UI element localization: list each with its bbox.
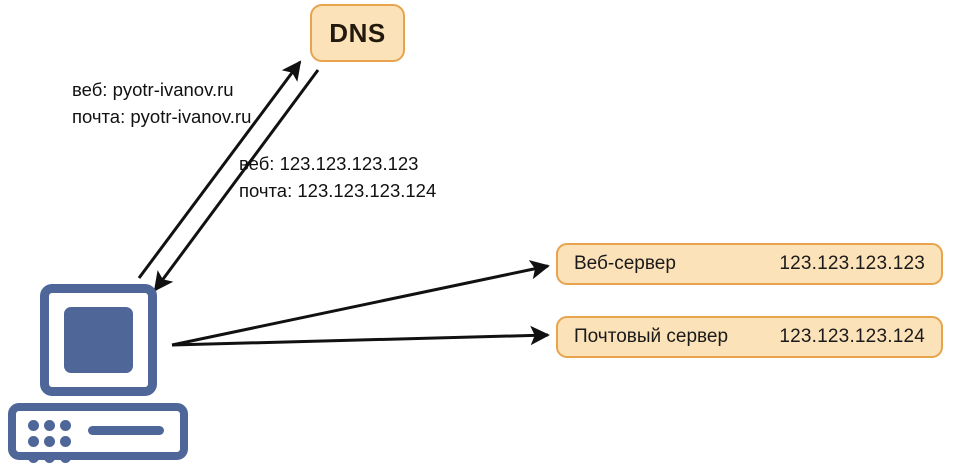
query-message-line-mail: почта: pyotr-ivanov.ru: [72, 106, 252, 127]
desktop-computer-icon: [8, 284, 188, 463]
arrow-client-to-mail-server: [171, 325, 550, 347]
keypad-dot: [60, 436, 71, 447]
web-server-name: Веб-сервер: [574, 253, 676, 274]
keypad-dot: [60, 452, 71, 463]
monitor-frame-icon: [40, 284, 157, 396]
query-message-line-web: веб: pyotr-ivanov.ru: [72, 79, 234, 100]
dns-node: DNS: [310, 4, 405, 62]
keypad-dots-icon: [28, 420, 72, 464]
response-message-line-mail: почта: 123.123.123.124: [239, 180, 437, 201]
mail-server-ip: 123.123.123.124: [779, 326, 925, 347]
monitor-screen-icon: [64, 307, 133, 373]
keypad-dot: [28, 452, 39, 463]
keypad-dot: [60, 420, 71, 431]
keypad-dot: [28, 436, 39, 447]
keypad-dot: [44, 436, 55, 447]
keypad-dot: [44, 452, 55, 463]
dns-label: DNS: [329, 17, 386, 48]
mail-server-node: Почтовый сервер 123.123.123.124: [556, 316, 943, 358]
keypad-dot: [44, 420, 55, 431]
web-server-node: Веб-сервер 123.123.123.123: [556, 243, 943, 285]
keypad-dot: [28, 420, 39, 431]
query-message: веб: pyotr-ivanov.ru почта: pyotr-ivanov…: [72, 76, 251, 130]
response-message: веб: 123.123.123.123 почта: 123.123.123.…: [239, 150, 436, 204]
mail-server-name: Почтовый сервер: [574, 326, 729, 347]
computer-base-icon: [8, 403, 188, 463]
drive-slot-icon: [88, 426, 164, 435]
response-message-line-web: веб: 123.123.123.123: [239, 153, 419, 174]
web-server-ip: 123.123.123.123: [779, 253, 925, 274]
arrow-client-to-web-server: [171, 260, 550, 347]
